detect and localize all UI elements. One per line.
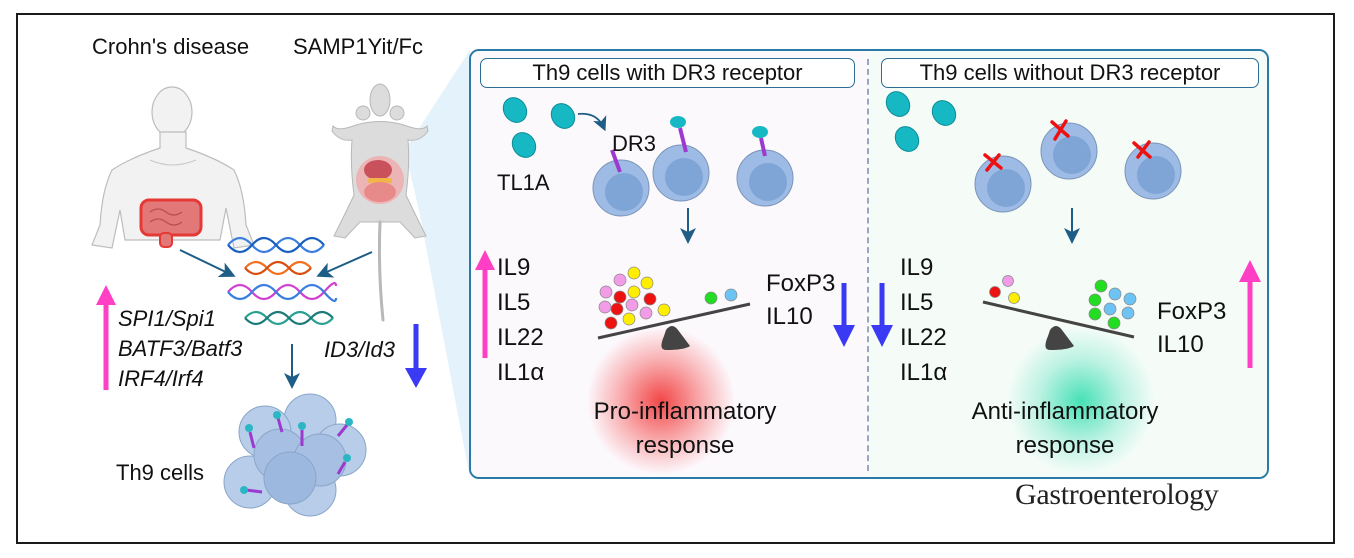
with-marker-il5: IL5 <box>497 289 531 316</box>
without-marker-il1a: IL1α <box>900 359 948 386</box>
tl1a-ligand-icon <box>502 97 576 158</box>
without-marker-foxp3: FoxP3 <box>1157 298 1227 325</box>
with-marker-il10: IL10 <box>766 303 813 330</box>
arrow-mouse-to-dna <box>316 251 373 278</box>
dr3-receptor-icon <box>610 127 767 173</box>
without-marker-il10: IL10 <box>1157 331 1204 358</box>
without-marker-il5: IL5 <box>900 289 934 316</box>
dna-magenta-icon <box>227 282 338 302</box>
without-marker-il22: IL22 <box>900 324 947 351</box>
tl1a-ligand-icon <box>885 91 957 152</box>
anti-inflammatory-glow <box>1006 326 1156 476</box>
cytokine-dots <box>598 266 738 330</box>
without-marker-il9: IL9 <box>900 254 934 281</box>
pro-inflammatory-response-label: response <box>635 432 735 459</box>
anti-inflammatory-label: Anti-inflammatory <box>971 398 1159 425</box>
gene-down-1: ID3/Id3 <box>324 337 395 362</box>
journal-logo: Gastroenterology <box>1015 478 1219 511</box>
with-marker-il9: IL9 <box>497 254 531 281</box>
header-with-dr3: Th9 cells with DR3 receptor <box>480 58 855 88</box>
with-marker-foxp3: FoxP3 <box>766 270 836 297</box>
gene-up-2: BATF3/Batf3 <box>118 336 243 361</box>
dr3-comparison-panel: Th9 cells with DR3 receptor Th9 cells wi… <box>469 49 1269 479</box>
gene-up-3: IRF4/Irf4 <box>118 366 204 391</box>
dna-blue-icon <box>227 236 325 254</box>
no-receptor-x-icon <box>983 119 1152 172</box>
anti-inflammatory-response-label: response <box>1015 432 1115 459</box>
dna-orange-icon <box>244 260 312 276</box>
tl1a-label: TL1A <box>497 170 550 195</box>
pro-inflammatory-glow <box>586 326 736 476</box>
dr3-label: DR3 <box>612 131 657 156</box>
mouse-gut-icon <box>356 156 404 204</box>
binding-arrow <box>577 112 607 132</box>
pro-inflammatory-label: Pro-inflammatory <box>593 398 777 425</box>
arrow-human-to-dna <box>179 249 236 278</box>
th9-cells-label: Th9 cells <box>116 460 205 485</box>
section-divider <box>867 59 869 471</box>
human-label: Crohn's disease <box>92 34 250 59</box>
figure-frame <box>16 13 1335 544</box>
inflamed-colon-icon <box>139 198 203 248</box>
dna-teal-icon <box>244 310 334 326</box>
cytokine-dots <box>989 275 1137 330</box>
header-without-dr3: Th9 cells without DR3 receptor <box>881 58 1259 88</box>
with-marker-il22: IL22 <box>497 324 544 351</box>
with-marker-il1a: IL1α <box>497 359 545 386</box>
gene-up-1: SPI1/Spi1 <box>118 306 216 331</box>
mouse-label: SAMP1Yit/Fc <box>293 34 423 59</box>
